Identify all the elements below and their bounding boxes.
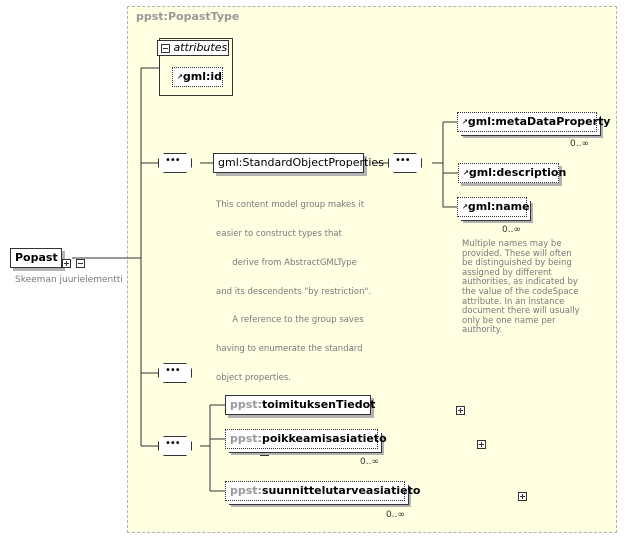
attribute-ref-icon: ↗ [177,73,183,81]
element-ns: ppst: [230,398,262,411]
group-description-line: This content model group makes it [216,200,365,211]
name-note-line: Multiple names may be [462,239,562,249]
sequence-compositor-1[interactable] [158,153,192,173]
group-description-line: and its descendents "by restriction". [216,286,372,297]
element-ref-icon: ↗ [462,203,468,211]
occurrence-poikkeamisasiatieto: 0..∞ [360,457,379,467]
sequence-dots-empty: ••• [165,365,181,376]
element-toimituksen-tiedot[interactable]: ppst:toimituksenTiedot [225,395,375,415]
name-note-line: authority. [462,325,503,336]
name-note-line: assigned by different [462,267,552,278]
group-description-line: object properties. [216,372,291,383]
attributes-header[interactable]: attributes [157,40,229,56]
element-metadata-property[interactable]: ↗gml:metaDataProperty [457,112,610,132]
element-name: metaDataProperty [495,115,611,128]
element-ns: gml: [467,115,496,128]
element-ref-icon: ↗ [463,169,469,177]
element-name: poikkeamisasiatieto [261,432,387,445]
attribute-name: gml:id [182,70,223,83]
group-description: This content model group makes it easier… [216,182,371,393]
name-note: Multiple names may be provided. These wi… [462,239,580,336]
expand-icon-poikkeamisasiatieto[interactable] [476,440,486,449]
occurrence-suunnittelutarveasiatieto: 0..∞ [386,510,405,520]
attribute-gml-id[interactable]: ↗gml:id [172,67,223,87]
element-ns: gml: [467,200,496,213]
element-ns: ppst: [230,484,262,497]
element-name: description [496,166,567,179]
element-ns: ppst: [230,432,262,445]
root-collapse-icon[interactable] [76,259,86,268]
sequence-dots-1: ••• [165,155,181,166]
element-poikkeamisasiatieto[interactable]: ppst:poikkeamisasiatieto [225,429,387,449]
element-suunnittelutarveasiatieto[interactable]: ppst:suunnittelutarveasiatieto [225,481,420,501]
expand-icon-suunnittelutarveasiatieto[interactable] [517,492,527,501]
sequence-dots-3: ••• [165,438,181,449]
occurrence-metadata-property: 0..∞ [570,139,589,149]
root-caption: Skeeman juurielementti [15,275,123,285]
name-note-line: attribute. In an instance [462,296,565,307]
name-note-line: provided. These will often [462,248,572,259]
element-name: name [495,200,530,213]
occurrence-name: 0..∞ [502,225,521,235]
sequence-dots-2: ••• [395,155,411,166]
name-note-line: document there will usually [462,306,580,317]
group-name: gml:StandardObjectProperties [218,156,384,169]
root-element-name: Popast [15,251,58,264]
element-description[interactable]: ↗gml:description [458,163,566,183]
group-standard-object-properties[interactable]: gml:StandardObjectProperties [213,153,384,173]
element-ns: gml: [468,166,497,179]
element-name-gml[interactable]: ↗gml:name [457,197,530,217]
group-description-line: A reference to the group saves [216,315,364,326]
element-name: toimituksenTiedot [261,398,376,411]
attributes-label: attributes [173,41,228,54]
name-note-line: authorities, as indicated by [462,277,578,288]
sequence-compositor-2[interactable] [388,153,422,173]
element-ref-icon: ↗ [462,118,468,126]
group-description-line: having to enumerate the standard [216,344,363,355]
sequence-compositor-3[interactable] [158,436,192,456]
type-title: ppst:PopastType [136,10,240,23]
expand-icon-toimituksen-tiedot[interactable] [455,406,465,415]
element-name: suunnittelutarveasiatieto [261,484,421,497]
name-note-line: be distinguished by being [462,258,572,269]
group-description-line: derive from AbstractGMLType [216,257,357,268]
group-description-line: easier to construct types that [216,228,342,239]
sequence-compositor-empty[interactable] [158,363,192,383]
name-note-line: the value of the codeSpace [462,286,579,297]
collapse-icon[interactable] [161,43,170,53]
name-note-line: only be one name per [462,315,556,326]
root-element[interactable]: Popast [10,248,62,268]
root-expand-icon[interactable] [62,259,71,268]
